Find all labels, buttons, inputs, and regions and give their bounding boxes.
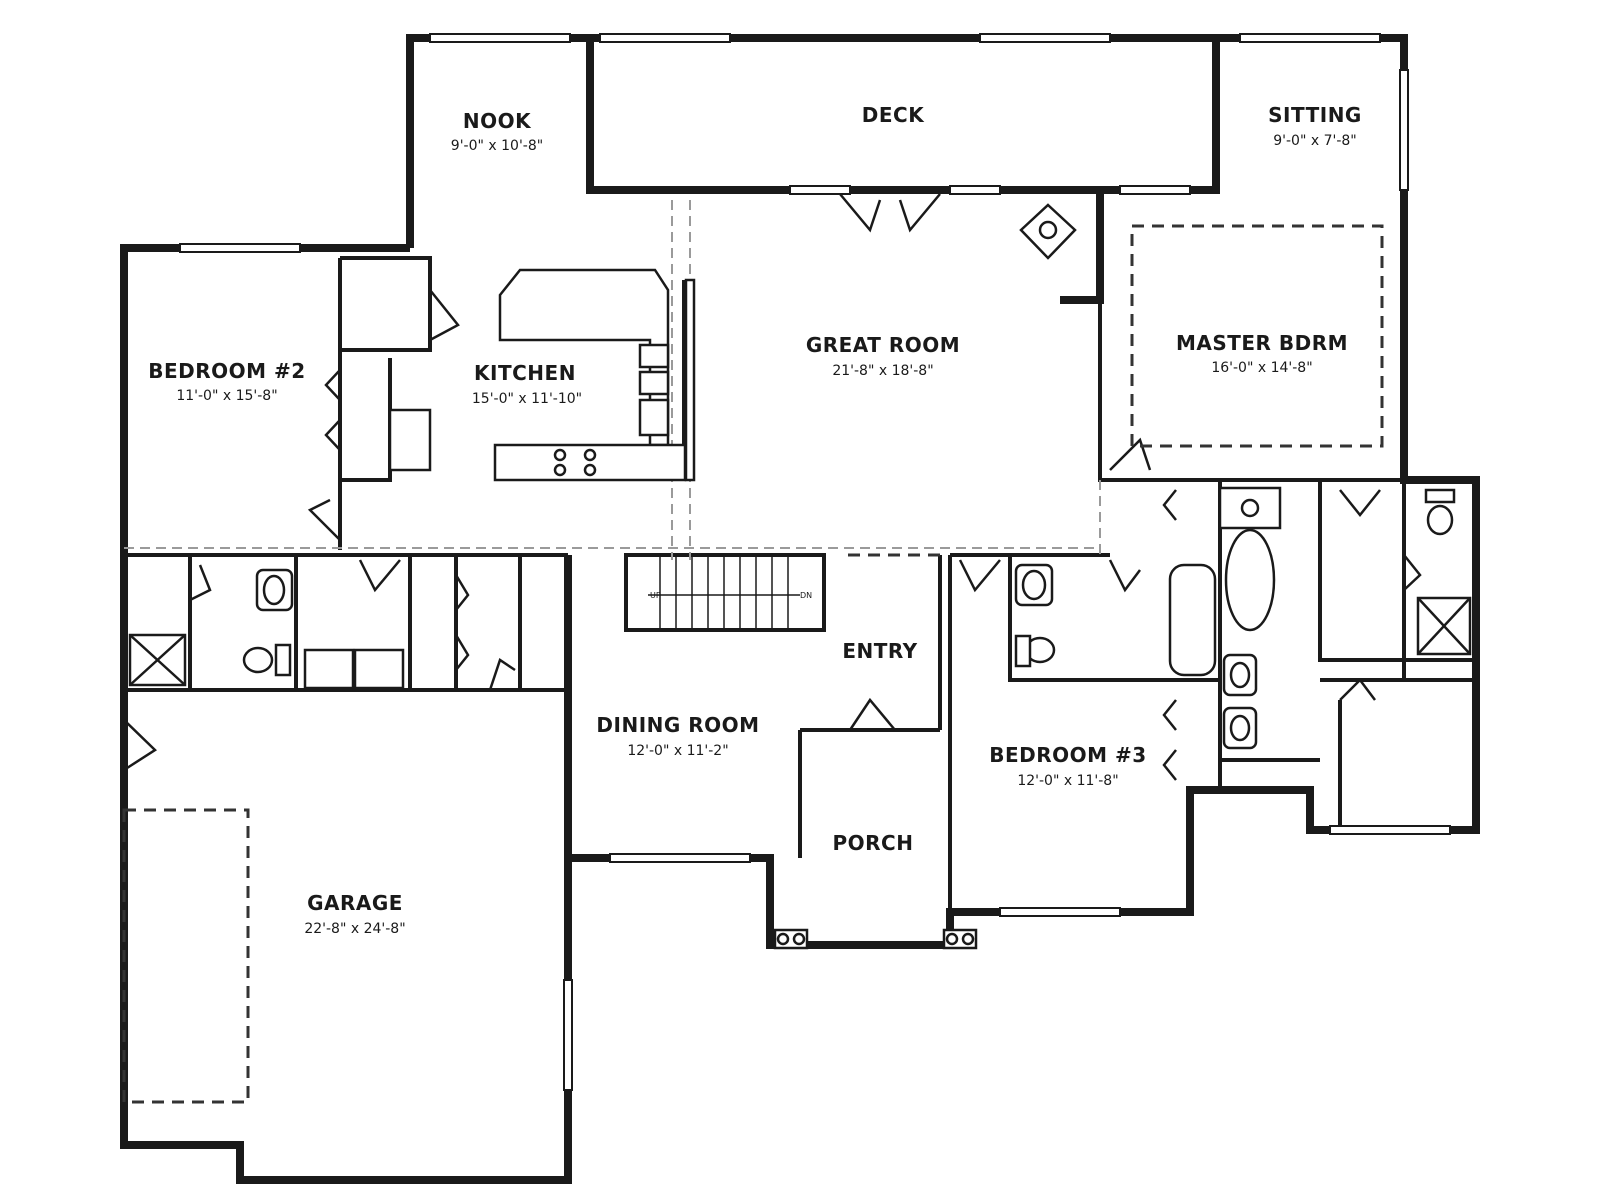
- room-name-sitting: SITTING: [1268, 103, 1362, 127]
- room-dim-garage: 22'-8" x 24'-8": [304, 921, 405, 937]
- doors: [123, 193, 1422, 781]
- bath-fixtures: [128, 203, 1472, 750]
- kitchen-fixtures: [493, 268, 696, 482]
- room-dim-great-room: 21'-8" x 18'-8": [832, 363, 933, 379]
- room-dim-dining-room: 12'-0" x 11'-2": [627, 743, 728, 759]
- room-dim-kitchen: 15'-0" x 11'-10": [472, 391, 582, 407]
- windows: [179, 33, 1451, 1091]
- room-name-dining-room: DINING ROOM: [596, 713, 759, 737]
- room-name-entry: ENTRY: [842, 639, 917, 663]
- stair-up-label: UP: [650, 591, 661, 600]
- room-name-master-bdrm: MASTER BDRM: [1176, 331, 1348, 355]
- porch-columns: [773, 928, 978, 950]
- room-dim-bedroom2: 11'-0" x 15'-8": [176, 388, 277, 404]
- room-name-deck: DECK: [862, 103, 925, 127]
- room-name-great-room: GREAT ROOM: [806, 333, 960, 357]
- room-dim-bedroom3: 12'-0" x 11'-8": [1017, 773, 1118, 789]
- room-dim-nook: 9'-0" x 10'-8": [451, 138, 543, 154]
- exterior-walls: [120, 34, 1480, 1184]
- interior-walls: [124, 256, 1476, 945]
- room-name-nook: NOOK: [463, 109, 532, 133]
- room-labels: NOOK 9'-0" x 10'-8" DECK SITTING 9'-0" x…: [148, 103, 1362, 937]
- room-name-bedroom2: BEDROOM #2: [148, 359, 305, 383]
- room-name-garage: GARAGE: [307, 891, 403, 915]
- room-name-porch: PORCH: [833, 831, 914, 855]
- room-name-bedroom3: BEDROOM #3: [989, 743, 1146, 767]
- stair-down-label: DN: [800, 591, 812, 600]
- room-dim-sitting: 9'-0" x 7'-8": [1273, 133, 1357, 149]
- room-dim-master-bdrm: 16'-0" x 14'-8": [1211, 360, 1312, 376]
- room-name-kitchen: KITCHEN: [474, 361, 576, 385]
- stairs: UP DN: [648, 555, 812, 630]
